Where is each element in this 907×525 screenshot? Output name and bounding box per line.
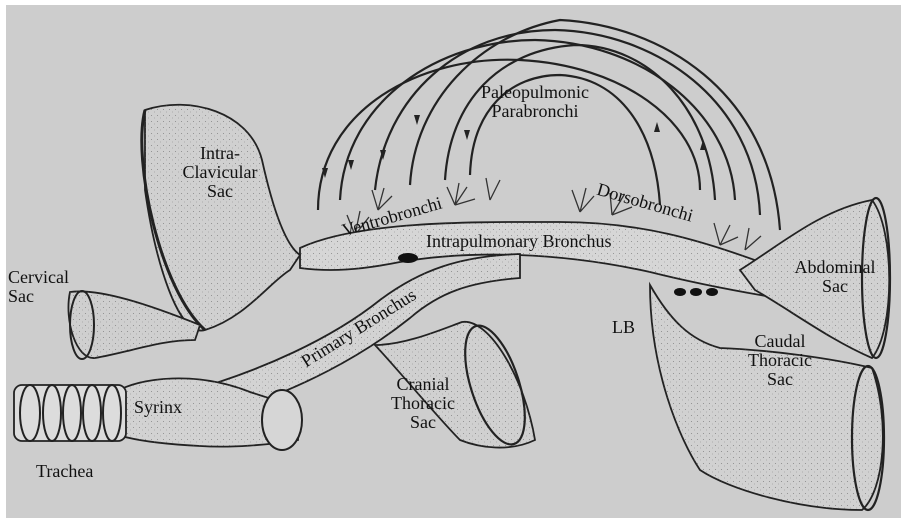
label-line: Sac xyxy=(170,182,270,201)
label-line: Sac xyxy=(785,277,885,296)
label-line: Abdominal xyxy=(785,258,885,277)
arrow-icon xyxy=(464,130,470,140)
label-lb: LB xyxy=(612,318,635,337)
label-line: Cervical xyxy=(8,268,78,287)
label-line: Thoracic xyxy=(378,394,468,413)
label-line: Caudal xyxy=(730,332,830,351)
label-caudal-thoracic-sac: Caudal Thoracic Sac xyxy=(730,332,830,389)
label-abdominal-sac: Abdominal Sac xyxy=(785,258,885,296)
label-intraclavicular-sac: Intra- Clavicular Sac xyxy=(170,144,270,201)
label-trachea: Trachea xyxy=(36,462,93,481)
label-cervical-sac: Cervical Sac xyxy=(8,268,78,306)
arrow-icon xyxy=(414,115,420,125)
parabronchi-loops xyxy=(318,20,780,230)
parabronchus-loop-5 xyxy=(445,45,715,200)
label-line: Clavicular xyxy=(170,163,270,182)
label-intrapulmonary-bronchus: Intrapulmonary Bronchus xyxy=(426,232,611,251)
trachea xyxy=(14,385,126,441)
label-line: Sac xyxy=(8,287,78,306)
label-line: Intra- xyxy=(170,144,270,163)
label-line: Parabronchi xyxy=(460,102,610,121)
parabronchus-loop-3 xyxy=(375,30,760,215)
label-line: Paleopulmonic xyxy=(460,83,610,102)
label-line: Thoracic xyxy=(730,351,830,370)
label-line: Cranial xyxy=(378,375,468,394)
label-paleopulmonic: Paleopulmonic Parabronchi xyxy=(460,83,610,121)
arrow-icon xyxy=(348,160,354,170)
label-syrinx: Syrinx xyxy=(134,398,182,417)
label-line: Sac xyxy=(378,413,468,432)
label-cranial-thoracic-sac: Cranial Thoracic Sac xyxy=(378,375,468,432)
label-line: Sac xyxy=(730,370,830,389)
arrow-icon xyxy=(654,122,660,132)
